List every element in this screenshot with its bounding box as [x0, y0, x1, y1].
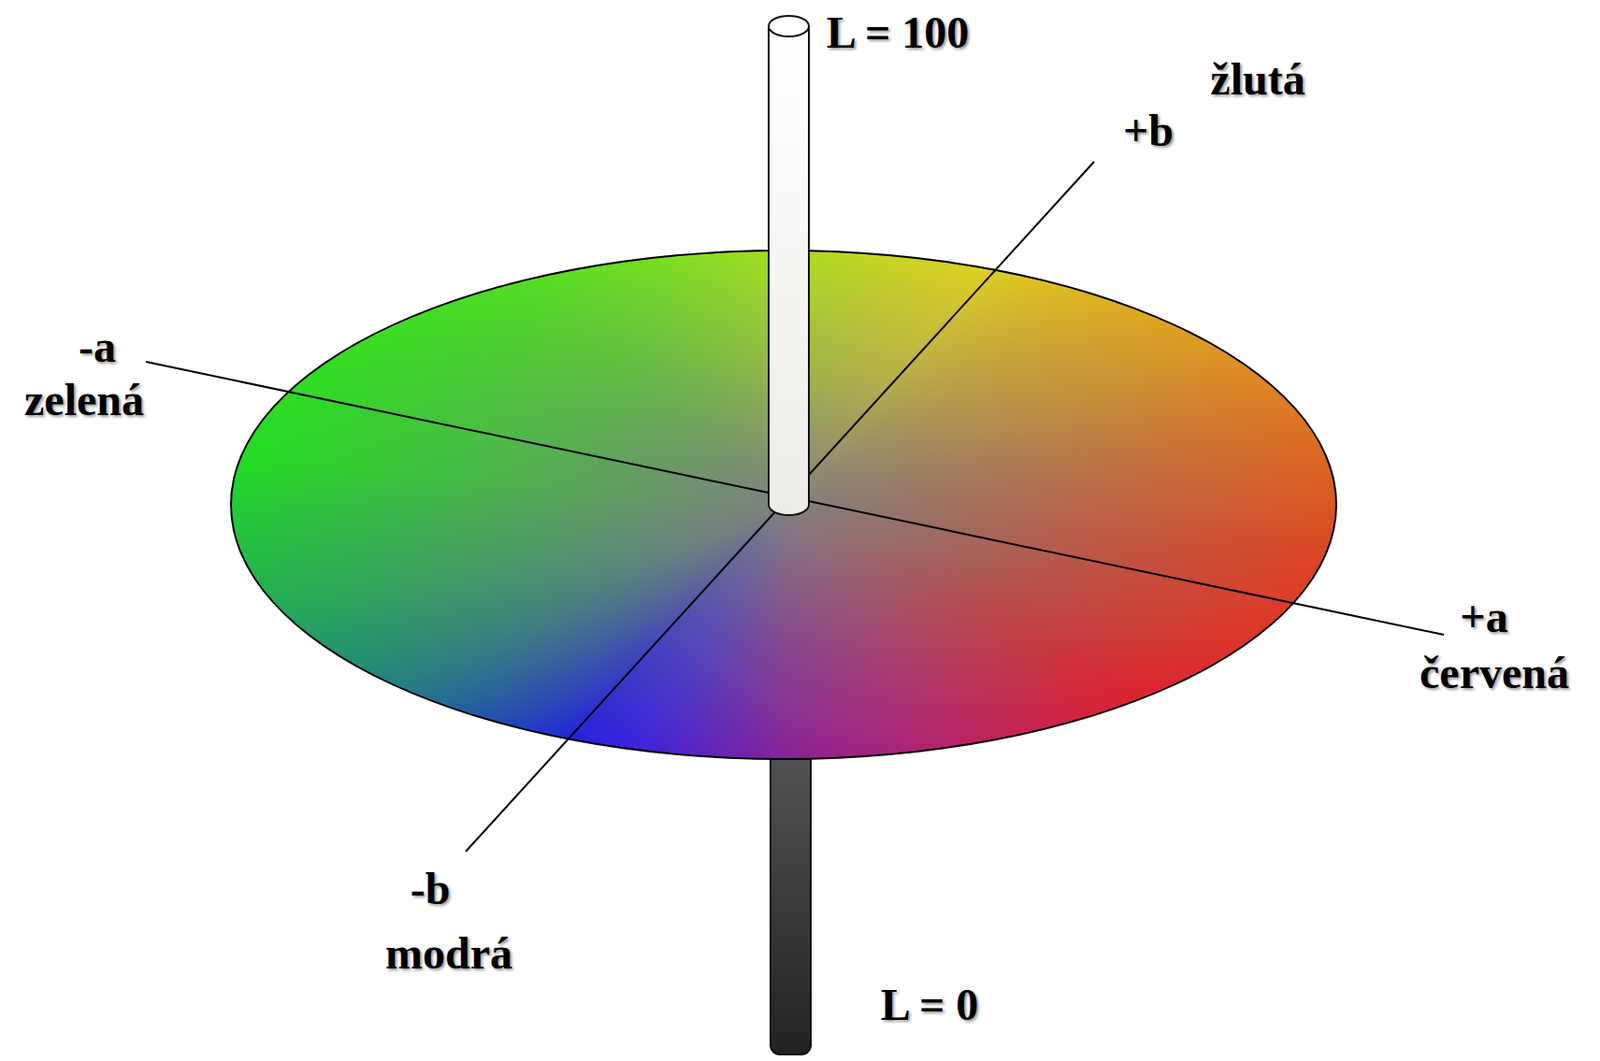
axis-label: L = 100 [826, 8, 970, 58]
axis-label: +b [1123, 106, 1174, 157]
axis-label: L = 0 [880, 980, 980, 1031]
axis-label: modrá [385, 929, 513, 980]
dark-bar [770, 738, 811, 1055]
axis-label: červená [1419, 648, 1570, 699]
cylinder-cap [768, 15, 809, 37]
axis-label: zelená [24, 375, 145, 426]
axis-label: -a [78, 322, 116, 373]
axis-label: -b [410, 864, 451, 915]
axis-label: žlutá [1210, 55, 1305, 105]
axis-label: +a [1459, 592, 1508, 643]
white-cylinder [768, 26, 809, 516]
